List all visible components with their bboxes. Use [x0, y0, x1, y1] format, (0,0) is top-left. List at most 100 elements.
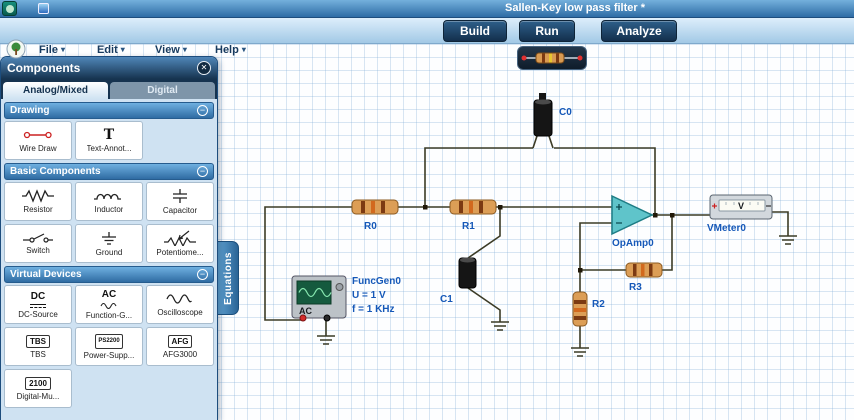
- run-button[interactable]: Run: [519, 20, 575, 42]
- component-card-switch[interactable]: Switch: [4, 224, 72, 263]
- chevron-down-icon: ▾: [60, 45, 65, 54]
- component-card-inductor[interactable]: Inductor: [75, 182, 143, 221]
- menu-edit[interactable]: Edit ▾: [90, 40, 132, 59]
- function-generator-icon: AC: [101, 289, 117, 300]
- opamp-opamp0[interactable]: [611, 194, 654, 236]
- collapse-icon[interactable]: −: [197, 269, 208, 280]
- resistor-drag-chip[interactable]: [517, 46, 587, 70]
- label-funcgen-frequency: f = 1 KHz: [352, 304, 395, 315]
- components-panel-header: Components ✕: [1, 57, 217, 79]
- component-card-digital-multimeter[interactable]: 2100 Digital-Mu...: [4, 369, 72, 408]
- menu-view-label: View: [155, 43, 180, 56]
- ground-symbols[interactable]: [317, 235, 797, 357]
- label-vmeter0: VMeter0: [707, 223, 746, 234]
- sine-icon: [100, 302, 117, 309]
- window-icon: [38, 3, 49, 14]
- component-card-tbs[interactable]: TBS TBS: [4, 327, 72, 366]
- resistor-r3[interactable]: [625, 262, 663, 278]
- window-title: Sallen-Key low pass filter *: [505, 2, 645, 14]
- component-card-power-supply[interactable]: PS2200 Power-Supp...: [75, 327, 143, 366]
- card-label: Ground: [95, 247, 123, 257]
- analyze-button[interactable]: Analyze: [601, 20, 677, 42]
- collapse-icon[interactable]: −: [197, 105, 208, 116]
- component-card-function-generator[interactable]: AC Function-G...: [75, 285, 143, 324]
- card-label: Oscilloscope: [157, 308, 203, 317]
- component-card-capacitor[interactable]: Capacitor: [146, 182, 214, 221]
- card-label: Function-G...: [85, 311, 133, 320]
- menu-view[interactable]: View ▾: [148, 40, 194, 59]
- dc-symbol-icon: [30, 303, 46, 308]
- label-r3: R3: [629, 282, 642, 293]
- components-panel: Components ✕ Analog/Mixed Digital Drawin…: [0, 56, 218, 420]
- close-icon[interactable]: ✕: [197, 61, 211, 75]
- card-label: Digital-Mu...: [16, 391, 60, 401]
- components-panel-title: Components: [7, 61, 81, 75]
- build-button[interactable]: Build: [443, 20, 507, 42]
- voltmeter-unit-display: V: [738, 201, 745, 211]
- menu-bar: File ▾ Edit ▾ View ▾ Help ▾: [0, 18, 854, 59]
- component-card-potentiometer[interactable]: Potentiome...: [146, 224, 214, 263]
- label-r2: R2: [592, 299, 605, 310]
- resistor-r1[interactable]: [449, 199, 497, 215]
- tbs-icon: TBS: [26, 334, 50, 348]
- component-card-oscilloscope[interactable]: Oscilloscope: [146, 285, 214, 324]
- digital-multimeter-icon: 2100: [25, 376, 51, 390]
- app-logo-icon: [6, 39, 26, 59]
- inductor-icon: [94, 193, 121, 200]
- card-label: Potentiome...: [156, 248, 204, 257]
- card-label: Inductor: [94, 205, 124, 214]
- capacitor-c0[interactable]: [533, 93, 553, 137]
- component-card-wire-draw[interactable]: Wire Draw: [4, 121, 72, 160]
- tab-digital[interactable]: Digital: [110, 82, 215, 99]
- switch-icon: [23, 233, 53, 243]
- card-label: Capacitor: [162, 206, 198, 215]
- label-c1: C1: [440, 294, 453, 305]
- menu-file-label: File: [39, 43, 58, 56]
- title-bar: Sallen-Key low pass filter *: [0, 0, 854, 18]
- voltmeter-vmeter0[interactable]: [709, 194, 773, 220]
- tab-analog-mixed[interactable]: Analog/Mixed: [3, 82, 108, 99]
- card-label: Switch: [26, 246, 50, 255]
- wire-draw-icon: [23, 131, 52, 139]
- label-c0: C0: [559, 107, 572, 118]
- equations-tab[interactable]: Equations: [218, 241, 239, 315]
- funcgen-mode-display: AC: [299, 306, 312, 316]
- component-card-ground[interactable]: Ground: [75, 224, 143, 263]
- section-title-basic-components: Basic Components: [10, 166, 101, 177]
- resistor-r0[interactable]: [351, 199, 399, 215]
- resistor-r2[interactable]: [572, 291, 588, 327]
- label-r1: R1: [462, 221, 475, 232]
- capacitor-icon: [173, 189, 187, 203]
- section-header-drawing[interactable]: Drawing −: [4, 102, 214, 119]
- card-label: Power-Supp...: [83, 350, 135, 360]
- basic-components-cards: Resistor Inductor Capacitor: [4, 182, 214, 263]
- component-card-afg3000[interactable]: AFG AFG3000: [146, 327, 214, 366]
- menu-file[interactable]: File ▾: [32, 40, 72, 59]
- menu-help[interactable]: Help ▾: [208, 40, 253, 59]
- chevron-down-icon: ▾: [120, 45, 125, 54]
- wires[interactable]: [264, 135, 789, 348]
- label-opamp0: OpAmp0: [612, 238, 654, 249]
- component-card-dc-source[interactable]: DC DC-Source: [4, 285, 72, 324]
- virtual-devices-cards: DC DC-Source AC Function-G... Oscillosco…: [4, 285, 214, 408]
- card-label: Resistor: [23, 205, 53, 214]
- resistor-icon: [22, 189, 54, 203]
- card-label: AFG3000: [162, 349, 198, 359]
- drawing-cards: Wire Draw T Text-Annot...: [4, 121, 214, 160]
- label-r0: R0: [364, 221, 377, 232]
- component-card-text-annotation[interactable]: T Text-Annot...: [75, 121, 143, 160]
- afg3000-icon: AFG: [167, 334, 193, 348]
- capacitor-c1[interactable]: [458, 257, 477, 289]
- equations-tab-label: Equations: [222, 251, 234, 305]
- component-card-resistor[interactable]: Resistor: [4, 182, 72, 221]
- app-tree-icon: [2, 1, 17, 16]
- funcgen-funcgen0[interactable]: [291, 275, 347, 322]
- card-label: TBS: [30, 349, 46, 359]
- section-header-virtual-devices[interactable]: Virtual Devices −: [4, 266, 214, 283]
- section-header-basic-components[interactable]: Basic Components −: [4, 163, 214, 180]
- dc-source-icon: DC: [30, 290, 46, 302]
- collapse-icon[interactable]: −: [197, 166, 208, 177]
- tab-analog-mixed-label: Analog/Mixed: [22, 85, 88, 96]
- chevron-down-icon: ▾: [182, 45, 187, 54]
